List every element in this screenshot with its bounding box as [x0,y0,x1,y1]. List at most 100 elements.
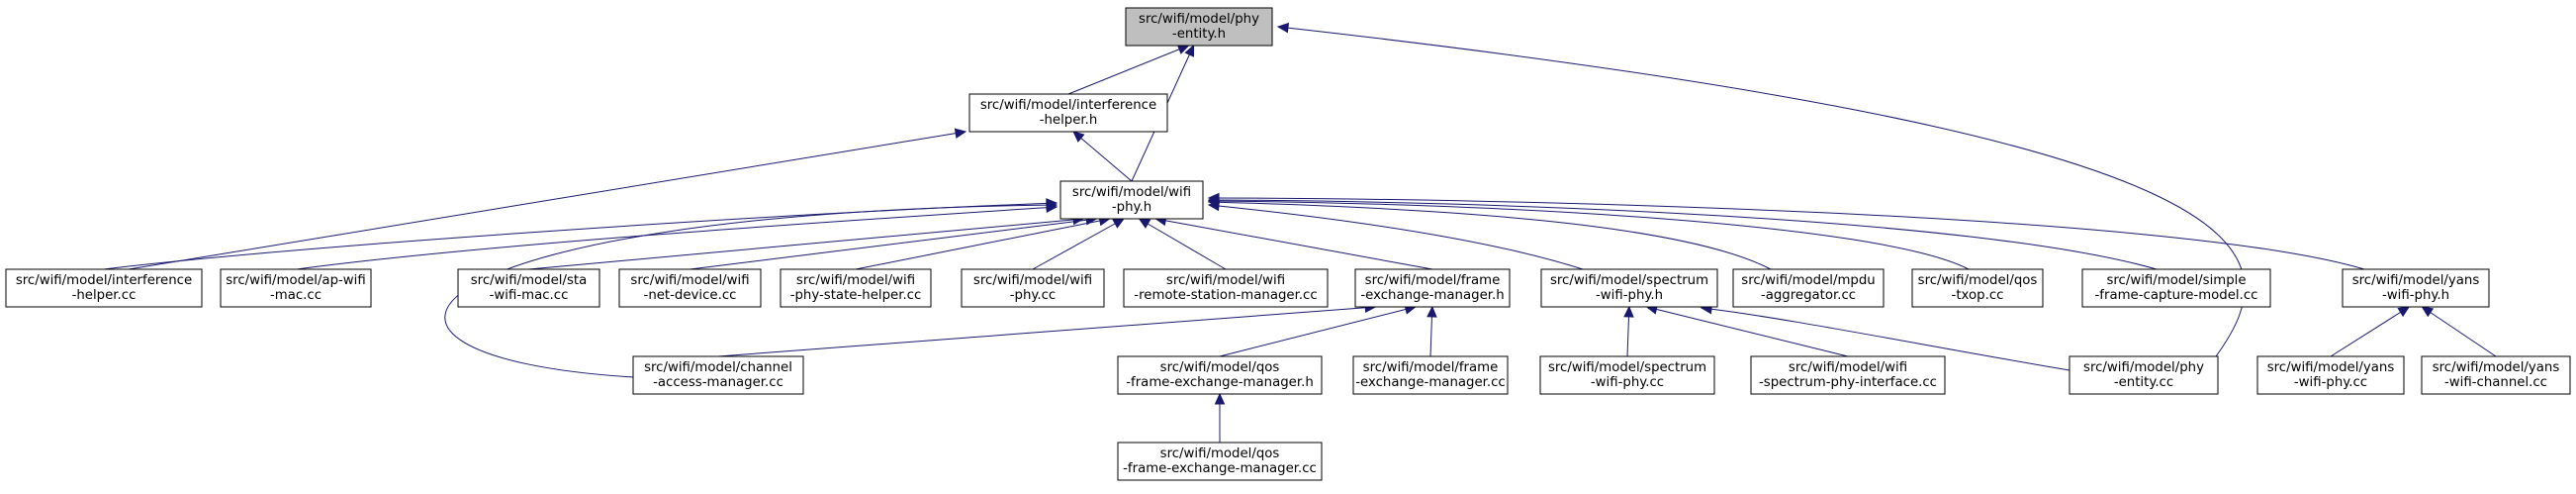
edge-line [528,218,1084,270]
node-box [2256,355,2405,395]
node-label-line: -phy.h [1112,200,1151,215]
node-box [1539,355,1715,395]
edge-arrowhead [1207,192,1220,204]
node-yans-wifi-phy-cc[interactable]: src/wifi/model/yans-wifi-phy.cc [2256,355,2405,395]
node-label-line: -frame-exchange-manager.cc [1123,461,1317,476]
node-spectrum-wifi-phy-h[interactable]: src/wifi/model/spectrum-wifi-phy.h [1540,268,1718,308]
node-interference-helper-h[interactable]: src/wifi/model/interference-helper.h [968,93,1168,133]
edge-line [1219,306,1416,357]
edge-arrowhead [1072,131,1085,143]
node-label-line: -access-manager.cc [653,375,783,390]
edge-arrowhead [2397,306,2411,318]
node-spectrum-wifi-phy-cc[interactable]: src/wifi/model/spectrum-wifi-phy.cc [1539,355,1715,395]
node-label-line: -wifi-phy.cc [2294,375,2367,390]
node-wifi-phy-state-helper-cc[interactable]: src/wifi/model/wifi-phy-state-helper.cc [780,268,932,308]
edge-line [717,306,1376,357]
node-box [2069,355,2219,395]
edge-spectrum-wifi-phy-h-to-wifi-phy-h [1207,200,1584,270]
edge-arrowhead [1276,22,1290,34]
edge-arrowhead [1623,305,1634,318]
node-wifi-spectrum-phy-interface-cc[interactable]: src/wifi/model/wifi-spectrum-phy-interfa… [1750,355,1946,395]
node-box [1123,268,1329,308]
node-box [1732,268,1885,308]
node-box [1911,268,2044,308]
edge-spectrum-wifi-phy-cc-to-spectrum-wifi-phy-h [1623,305,1634,357]
node-label-line: src/wifi/model/yans [2267,360,2395,375]
node-wifi-net-device-cc[interactable]: src/wifi/model/wifi-net-device.cc [618,268,762,308]
node-label-line: -net-device.cc [644,288,737,303]
node-frame-exchange-manager-h[interactable]: src/wifi/model/frame-exchange-manager.h [1354,268,1511,308]
node-label-line: src/wifi/model/qos [1918,273,2038,288]
node-simple-frame-capture-model-cc[interactable]: src/wifi/model/simple-frame-capture-mode… [2081,268,2271,308]
edge-interference-helper-cc-to-interference-helper-h [128,128,967,270]
node-yans-wifi-phy-h[interactable]: src/wifi/model/yans-wifi-phy.h [2342,268,2490,308]
node-yans-wifi-channel-cc[interactable]: src/wifi/model/yans-wifi-channel.cc [2421,355,2571,395]
node-label-line: src/wifi/model/wifi [796,273,915,288]
node-label-line: -wifi-mac.cc [490,288,569,303]
node-box [968,93,1168,133]
node-wifi-phy-cc[interactable]: src/wifi/model/wifi-phy.cc [961,268,1105,308]
node-label-line: src/wifi/model/spectrum [1548,360,1706,375]
node-channel-access-manager-cc[interactable]: src/wifi/model/channel-access-manager.cc [632,355,804,395]
node-label-line: src/wifi/model/frame [1365,273,1501,288]
node-label-line: -frame-capture-model.cc [2095,288,2258,303]
node-qos-txop-cc[interactable]: src/wifi/model/qos-txop.cc [1911,268,2044,308]
node-label-line: src/wifi/model/wifi [973,273,1092,288]
node-qos-frame-exchange-manager-h[interactable]: src/wifi/model/qos-frame-exchange-manage… [1117,355,1323,395]
node-label-line: src/wifi/model/wifi [1166,273,1285,288]
node-label-line: -wifi-phy.h [1596,288,1663,303]
edge-arrowhead [1138,218,1151,229]
edge-line [1208,200,1970,270]
edge-line [1139,218,1227,270]
node-interference-helper-cc[interactable]: src/wifi/model/interference-helper.cc [5,268,203,308]
node-box [220,268,372,308]
node-label-line: src/wifi/model/interference [16,273,192,288]
node-label-line: src/wifi/model/phy [2083,360,2204,375]
node-label-line: -entity.cc [2114,375,2173,390]
node-box [1352,355,1509,395]
edge-line [1208,204,1584,270]
node-label-line: src/wifi/model/simple [2106,273,2246,288]
edge-line [2330,306,2410,357]
node-box [1059,180,1204,220]
edge-line [1155,218,1433,270]
node-label-line: -phy.cc [1010,288,1057,303]
node-label-line: -phy-state-helper.cc [790,288,922,303]
node-ap-wifi-mac-cc[interactable]: src/wifi/model/ap-wifi-mac.cc [220,268,372,308]
edge-line [1067,45,1189,95]
node-label-line: -aggregator.cc [1761,288,1856,303]
node-label-line: -spectrum-phy-interface.cc [1759,375,1937,390]
node-label-line: src/wifi/model/wifi [1789,360,1907,375]
edge-phy-entity-cc-to-phy-entity-h [1276,22,2246,357]
node-frame-exchange-manager-cc[interactable]: src/wifi/model/frame-exchange-manager.cc [1352,355,1509,395]
node-label-line: src/wifi/model/interference [980,98,1156,113]
edge-arrowhead [954,128,967,139]
node-box [1540,268,1718,308]
edge-qos-frame-exchange-manager-h-to-frame-exchange-manager-h [1219,304,1417,357]
node-label-line: -exchange-manager.cc [1355,375,1506,390]
node-box [1125,7,1273,47]
node-qos-frame-exchange-manager-cc[interactable]: src/wifi/model/qos-frame-exchange-manage… [1117,442,1323,481]
node-wifi-phy-h[interactable]: src/wifi/model/wifi-phy.h [1059,180,1204,220]
edge-frame-exchange-manager-h-to-wifi-phy-h [1154,215,1433,270]
node-label-line: -mac.cc [270,288,322,303]
node-sta-wifi-mac-cc[interactable]: src/wifi/model/sta-wifi-mac.cc [457,268,600,308]
node-mpdu-aggregator-cc[interactable]: src/wifi/model/mpdu-aggregator.cc [1732,268,1885,308]
node-box [1354,268,1511,308]
edge-line [1032,218,1125,270]
node-box [2081,268,2271,308]
edges-layer [103,22,2497,443]
node-box [632,355,804,395]
node-label-line: -txop.cc [1952,288,2004,303]
node-label-line: -wifi-phy.h [2382,288,2449,303]
node-label-line: -remote-station-manager.cc [1134,288,1317,303]
edge-arrowhead [1112,218,1126,229]
node-phy-entity-h[interactable]: src/wifi/model/phy-entity.h [1125,7,1273,47]
node-wifi-remote-station-manager-cc[interactable]: src/wifi/model/wifi-remote-station-manag… [1123,268,1329,308]
node-label-line: -exchange-manager.h [1360,288,1504,303]
node-phy-entity-cc[interactable]: src/wifi/model/phy-entity.cc [2069,355,2219,395]
node-label-line: src/wifi/model/phy [1139,12,1259,27]
node-box [961,268,1105,308]
node-box [457,268,600,308]
